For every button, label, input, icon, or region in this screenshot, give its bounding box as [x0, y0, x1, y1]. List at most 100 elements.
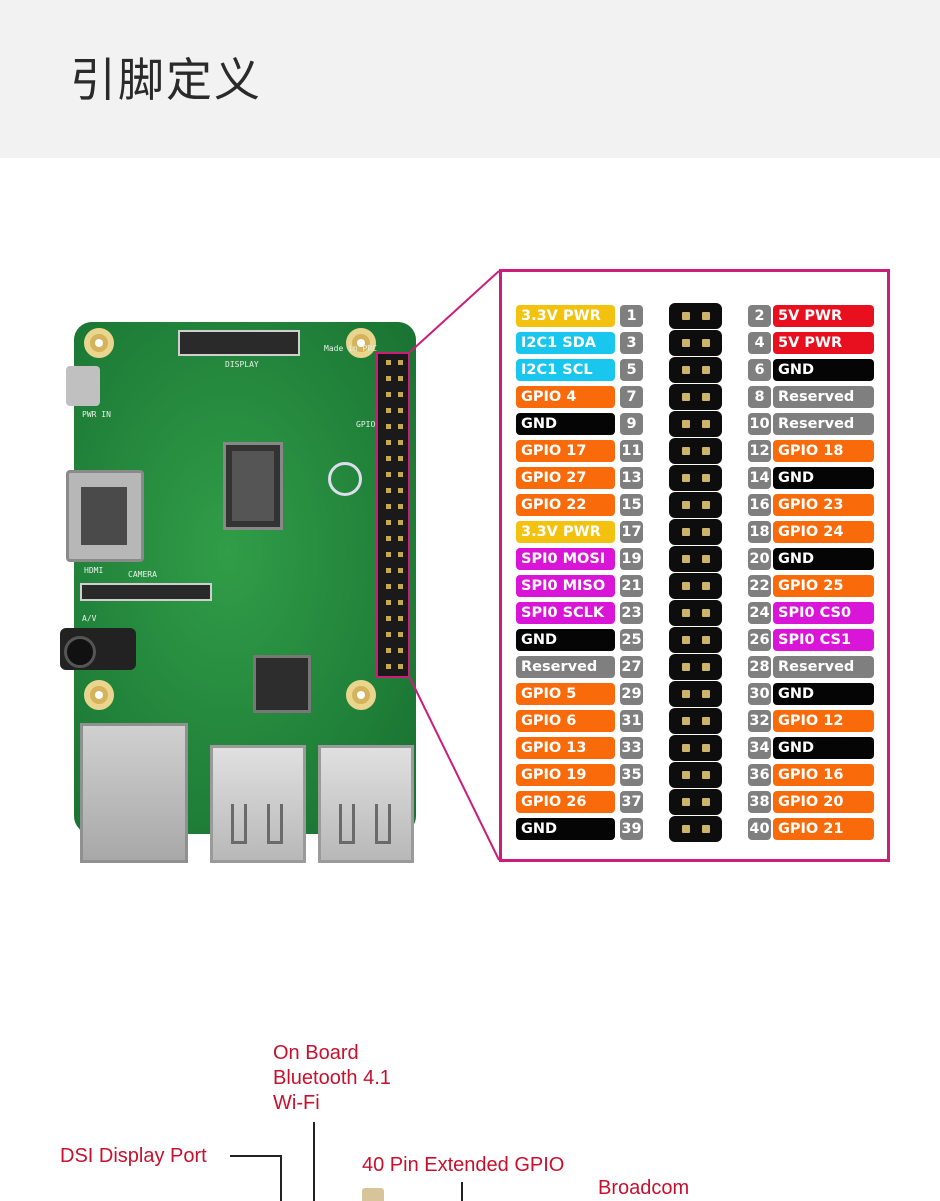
header-pin [682, 555, 690, 563]
pin-number-left: 15 [620, 494, 643, 516]
pin-label-right: GPIO 16 [773, 764, 874, 786]
mount-hole-top-left [84, 328, 114, 358]
mount-hole-bottom-left [84, 680, 114, 710]
header-pin [398, 440, 403, 445]
header-pin [702, 798, 710, 806]
camera-connector [80, 583, 212, 601]
header-pin-pair [669, 465, 722, 491]
pin-label-right: GND [773, 467, 874, 489]
pin-number-right: 40 [748, 818, 771, 840]
pin-number-left: 27 [620, 656, 643, 678]
header-pin [386, 616, 391, 621]
page-header: 引脚定义 [0, 0, 940, 158]
pin-label-right: Reserved [773, 386, 874, 408]
pin-number-right: 18 [748, 521, 771, 543]
header-pin-pair [669, 627, 722, 653]
pin-number-left: 17 [620, 521, 643, 543]
pin-label-left: GPIO 26 [516, 791, 615, 813]
pin-label-left: GPIO 6 [516, 710, 615, 732]
header-pin [386, 360, 391, 365]
pin-label-left: GND [516, 413, 615, 435]
pin-number-left: 25 [620, 629, 643, 651]
pin-label-right: 5V PWR [773, 332, 874, 354]
pin-number-right: 10 [748, 413, 771, 435]
header-pin [386, 456, 391, 461]
pin-number-right: 4 [748, 332, 771, 354]
bluetooth-label-line-3: Wi-Fi [273, 1092, 320, 1114]
header-pin [702, 366, 710, 374]
header-pin [398, 568, 403, 573]
header-pin [386, 488, 391, 493]
header-pin-pair [669, 546, 722, 572]
header-pin [702, 474, 710, 482]
gpio40-leader-line [461, 1182, 463, 1201]
usb-lan-chip [253, 655, 311, 713]
header-pin [386, 504, 391, 509]
pin-label-left: GPIO 5 [516, 683, 615, 705]
pin-label-right: GPIO 25 [773, 575, 874, 597]
header-pin [398, 600, 403, 605]
header-pin [702, 582, 710, 590]
pin-number-right: 28 [748, 656, 771, 678]
pin-label-right: SPI0 CS0 [773, 602, 874, 624]
pin-number-left: 3 [620, 332, 643, 354]
header-pin [386, 648, 391, 653]
pin-label-right: GPIO 18 [773, 440, 874, 462]
hdmi-socket [81, 487, 127, 545]
header-pin [702, 501, 710, 509]
bluetooth-label: On Board Bluetooth 4.1 Wi-Fi [273, 1041, 391, 1116]
pin-label-right: GND [773, 683, 874, 705]
header-pin [702, 393, 710, 401]
header-pin [682, 312, 690, 320]
pin-number-right: 30 [748, 683, 771, 705]
bluetooth-label-line-2: Bluetooth 4.1 [273, 1067, 391, 1089]
pin-number-left: 39 [620, 818, 643, 840]
pin-label-left: SPI0 MISO [516, 575, 615, 597]
hdmi-port [66, 470, 144, 562]
header-pin [386, 552, 391, 557]
pin-number-left: 31 [620, 710, 643, 732]
header-pin [398, 616, 403, 621]
header-pin [398, 584, 403, 589]
pin-label-left: I2C1 SDA [516, 332, 615, 354]
pin-number-left: 19 [620, 548, 643, 570]
bluetooth-leader-line [313, 1122, 315, 1201]
pin-label-right: Reserved [773, 413, 874, 435]
header-pin [682, 663, 690, 671]
dsi-leader-line-h [230, 1155, 282, 1157]
header-pin [682, 690, 690, 698]
header-pin-pair [669, 789, 722, 815]
header-pin-pair [669, 357, 722, 383]
header-pin [398, 632, 403, 637]
pin-number-left: 11 [620, 440, 643, 462]
pin-number-right: 24 [748, 602, 771, 624]
header-pin-pair [669, 762, 722, 788]
usb-slot-icon [231, 804, 247, 844]
page-title: 引脚定义 [70, 53, 262, 107]
header-pin [682, 717, 690, 725]
broadcom-label: Broadcom [598, 1177, 690, 1199]
header-pin [386, 392, 391, 397]
gpio-board-label: GPIO [356, 420, 376, 429]
header-pin-pair [669, 681, 722, 707]
pin-label-left: GPIO 17 [516, 440, 615, 462]
pin-label-right: GND [773, 548, 874, 570]
header-pin-pair [669, 330, 722, 356]
board-edge-hint [362, 1188, 384, 1201]
pin-label-left: Reserved [516, 656, 615, 678]
av-label: A/V [82, 614, 97, 623]
bluetooth-label-line-1: On Board [273, 1042, 359, 1064]
header-pin [398, 520, 403, 525]
pin-label-left: GPIO 4 [516, 386, 615, 408]
raspberry-logo-icon [328, 462, 362, 496]
